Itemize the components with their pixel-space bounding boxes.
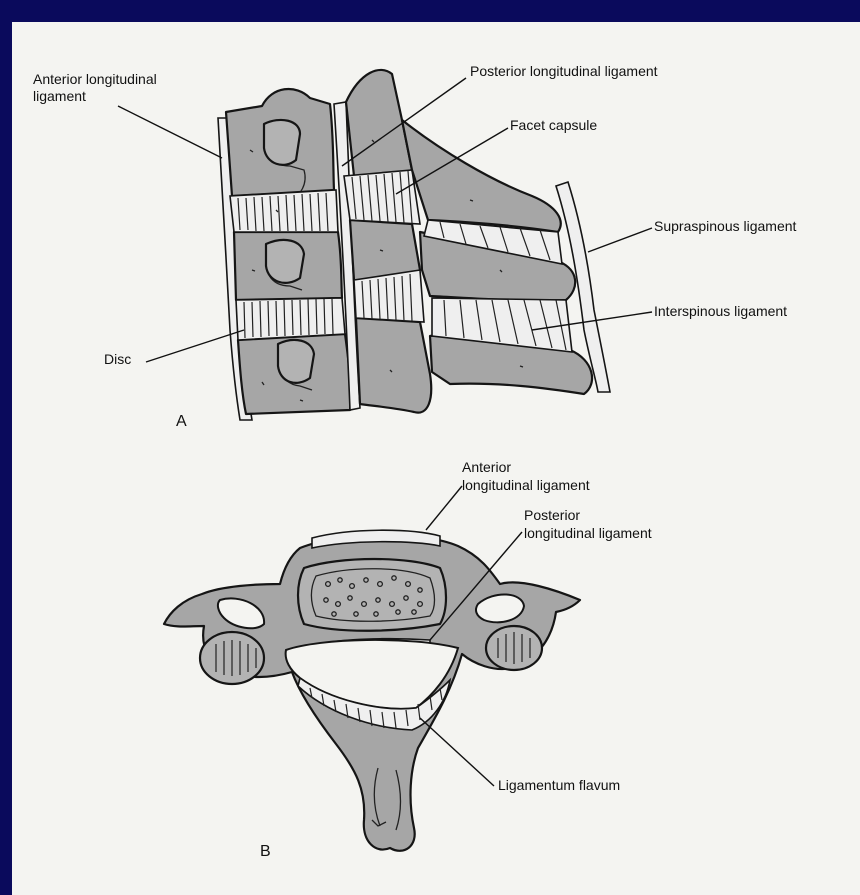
leader-anterior-longitudinal-b bbox=[426, 486, 462, 530]
label-interspinous: Interspinous ligament bbox=[654, 303, 787, 319]
label-anterior-longitudinal-a-line2: ligament bbox=[33, 88, 86, 104]
pedicle-upper bbox=[264, 120, 300, 165]
label-disc: Disc bbox=[104, 351, 131, 367]
leader-anterior-longitudinal-a bbox=[118, 106, 222, 158]
panel-a-letter: A bbox=[176, 413, 187, 430]
disc-lower bbox=[236, 298, 345, 340]
vertebral-body-oval bbox=[298, 559, 446, 631]
label-anterior-longitudinal-b-line2: longitudinal ligament bbox=[462, 477, 590, 493]
spine-ligaments-diagram: Anterior longitudinal ligament Posterior… bbox=[12, 22, 860, 895]
panel-b-illustration bbox=[164, 530, 580, 851]
pedicle-lower bbox=[278, 340, 314, 383]
disc-upper bbox=[230, 190, 338, 232]
articular-facet-left bbox=[200, 632, 264, 684]
facet-capsule-upper bbox=[344, 170, 420, 224]
label-posterior-longitudinal-b-line1: Posterior bbox=[524, 507, 580, 523]
label-supraspinous: Supraspinous ligament bbox=[654, 218, 797, 234]
label-anterior-longitudinal-b-line1: Anterior bbox=[462, 459, 511, 475]
articular-facet-right bbox=[486, 626, 542, 670]
label-anterior-longitudinal-a-line1: Anterior longitudinal bbox=[33, 71, 157, 87]
label-facet-capsule: Facet capsule bbox=[510, 117, 597, 133]
facet-capsule-lower bbox=[354, 270, 424, 322]
leader-ligamentum-flavum bbox=[420, 718, 494, 786]
leader-supraspinous bbox=[588, 228, 652, 252]
lamina-lower bbox=[356, 318, 431, 413]
label-posterior-longitudinal-b-line2: longitudinal ligament bbox=[524, 525, 652, 541]
label-posterior-longitudinal-a: Posterior longitudinal ligament bbox=[470, 63, 658, 79]
figure-frame: Anterior longitudinal ligament Posterior… bbox=[12, 22, 860, 895]
panel-b-letter: B bbox=[260, 843, 271, 860]
pedicle-middle bbox=[266, 240, 304, 283]
leader-disc bbox=[146, 330, 244, 362]
label-ligamentum-flavum: Ligamentum flavum bbox=[498, 777, 620, 793]
